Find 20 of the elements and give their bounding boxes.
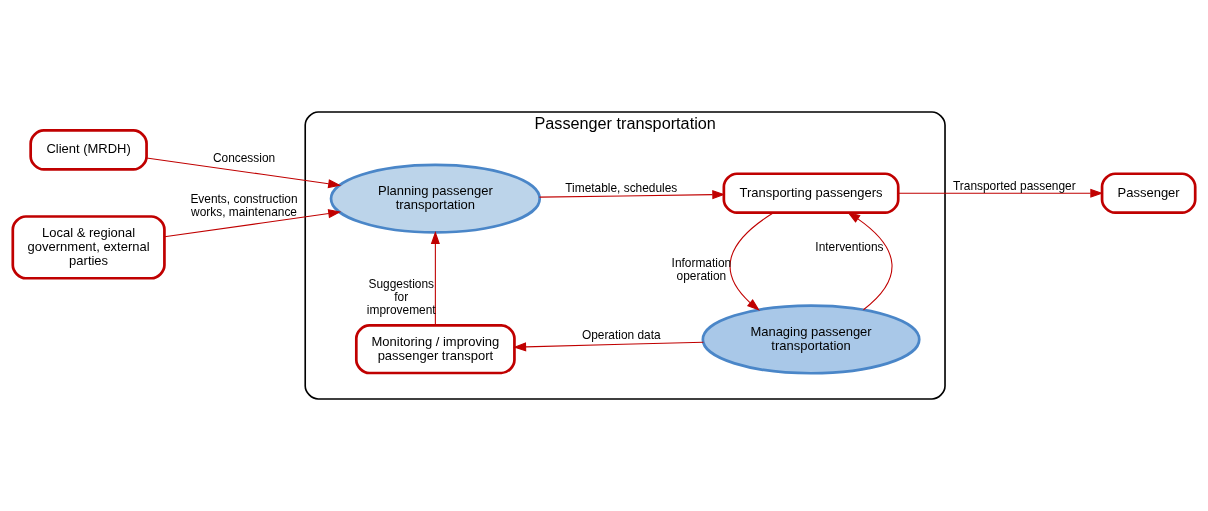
arrow bbox=[430, 231, 440, 326]
node-box: Passenger bbox=[1100, 172, 1197, 215]
arrow bbox=[146, 157, 342, 189]
arrow bbox=[538, 190, 726, 200]
edge-label: Events, construction works, maintenance bbox=[190, 191, 298, 219]
node-box: Client (MRDH) bbox=[29, 129, 148, 171]
arrow bbox=[513, 341, 704, 352]
node-box: Local & regional government, external parties bbox=[11, 215, 166, 280]
arrow bbox=[897, 188, 1104, 198]
arrow bbox=[847, 211, 893, 311]
node-ellipse: Managing passenger transportation bbox=[701, 304, 921, 375]
edge-label: Concession bbox=[212, 150, 276, 165]
edge-label: Timetable, schedules bbox=[565, 180, 678, 195]
node-box: Monitoring / improving passenger transport bbox=[354, 324, 516, 375]
edge-label: Transported passenger bbox=[953, 178, 1076, 193]
edge-label: Interventions bbox=[815, 240, 884, 255]
arrow bbox=[163, 209, 342, 238]
edge-label: Operation data bbox=[581, 328, 661, 343]
arrow bbox=[729, 212, 775, 311]
node-box: Transporting passengers bbox=[722, 172, 900, 215]
